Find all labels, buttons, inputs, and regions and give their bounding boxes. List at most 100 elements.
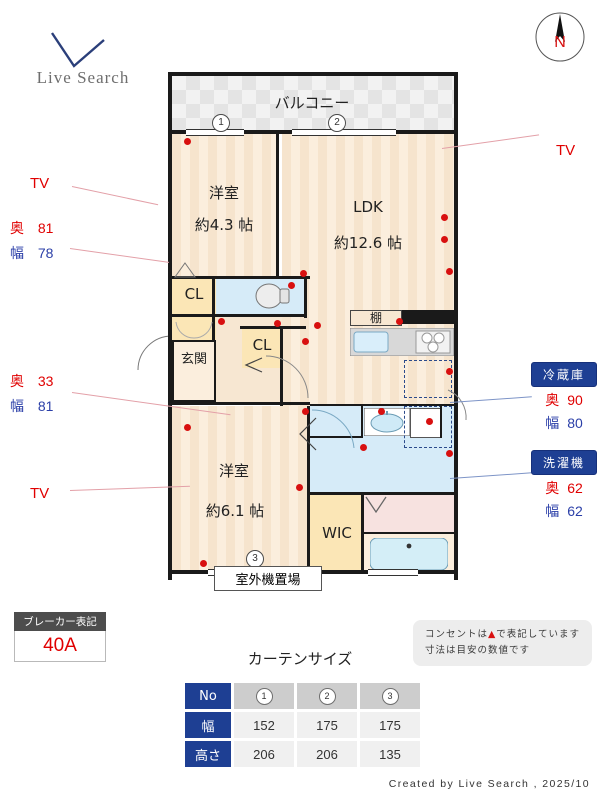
window-number-1: 1: [212, 114, 230, 132]
outlet: [426, 418, 433, 425]
outlet: [288, 282, 295, 289]
outlet: [441, 236, 448, 243]
table-row-no: No 1 2 3: [185, 683, 420, 709]
outlet: [314, 322, 321, 329]
bedroom-lower-size: 約6.1 帖: [205, 502, 265, 520]
bath-door-icon: [365, 496, 387, 514]
wall-cl-top: [240, 326, 306, 329]
window-2: [292, 129, 396, 136]
balcony-area: [172, 76, 454, 130]
window-number-2: 2: [328, 114, 346, 132]
curtain-height-3: 135: [360, 741, 420, 767]
toilet-icon: [255, 283, 290, 309]
outdoor-unit-label: 室外機置場: [214, 566, 322, 591]
breaker-title: ブレーカー表記: [14, 612, 106, 631]
closet-middle: [242, 328, 282, 368]
bedroom-upper-size: 約4.3 帖: [194, 216, 254, 234]
appliance-refrigerator-title: 冷蔵庫: [531, 362, 597, 387]
bathtub-icon: [370, 538, 448, 570]
door-folding-bedroom: [299, 417, 317, 451]
outlet: [446, 450, 453, 457]
outlet: [396, 318, 403, 325]
wall-wic-right: [361, 494, 364, 572]
outlet-marker-icon: ▲: [487, 629, 497, 640]
wall-toilet-bottom: [214, 314, 306, 317]
curtain-width-2: 175: [297, 712, 357, 738]
curtain-width-3: 175: [360, 712, 420, 738]
curtain-no-1: 1: [234, 683, 294, 709]
outlet: [441, 214, 448, 221]
closet-upper-label: CL: [184, 285, 204, 303]
compass: N: [532, 10, 588, 68]
breaker-value: 40A: [14, 631, 106, 662]
legend-note-line1: コンセントは▲で表記しています: [424, 629, 580, 640]
outlet: [302, 408, 309, 415]
wall-bath-divider: [364, 532, 454, 534]
wall-toilet-right: [304, 278, 307, 318]
legend-note: コンセントは▲で表記しています 寸法は目安の数値です: [412, 620, 592, 667]
wall-vanity-left: [361, 406, 363, 438]
wall-washroom-top: [310, 404, 454, 406]
door-swing-washroom: [311, 409, 355, 448]
window-bath: [368, 569, 418, 576]
refrigerator-space: [404, 360, 452, 398]
outlet: [218, 318, 225, 325]
balcony-label: バルコニー: [274, 94, 350, 112]
tv-label-top-right: TV: [556, 142, 576, 159]
washer-space: [404, 406, 452, 448]
ldk-side-door: [447, 389, 467, 421]
outlet: [378, 408, 385, 415]
outlet: [296, 484, 303, 491]
credit-text: Created by Live Search , 2025/10: [388, 778, 590, 790]
curtain-width-1: 152: [234, 712, 294, 738]
closet-middle-door: [244, 357, 263, 373]
row-header-no: No: [185, 683, 231, 709]
outlet: [274, 320, 281, 327]
leader-line-washer: [449, 472, 532, 479]
room-bedroom-upper: [172, 134, 276, 278]
leader-line-dim-upper: [69, 248, 170, 263]
curtain-size-table: No 1 2 3 幅 152 175 175 高さ 206 206 135: [182, 680, 423, 770]
wall-wic-top: [310, 492, 454, 495]
outlet: [360, 444, 367, 451]
outlet: [302, 338, 309, 345]
wall-washroom-door: [310, 436, 363, 438]
wall-right: [454, 72, 458, 580]
table-row-width: 幅 152 175 175: [185, 712, 420, 738]
shelf-label: 棚: [369, 311, 382, 325]
tv-label-bottom-left: TV: [30, 485, 50, 502]
outlet: [184, 424, 191, 431]
curtain-height-1: 206: [234, 741, 294, 767]
closet-middle-label: CL: [252, 336, 272, 354]
dimension-upper-width: 幅 78: [10, 245, 54, 262]
wall-corridor-top: [168, 276, 310, 279]
row-header-height: 高さ: [185, 741, 231, 767]
outlet: [446, 268, 453, 275]
wall-left: [168, 72, 172, 580]
leader-line-tv-top-left: [71, 186, 159, 206]
bedroom-upper-name: 洋室: [208, 184, 239, 202]
bedroom-lower-name: 洋室: [218, 462, 249, 480]
curtain-no-2: 2: [297, 683, 357, 709]
wall-closet-right: [212, 278, 215, 340]
dimension-lower-width: 幅 81: [10, 398, 54, 415]
attic-hatch-icon: [174, 262, 196, 278]
kitchen-sink-stove-icon: [350, 328, 454, 356]
wall-bedroom-lower-right: [307, 406, 310, 572]
wall-bedroom-ldk: [276, 134, 279, 278]
outlet: [300, 270, 307, 277]
legend-note-line2: 寸法は目安の数値です: [424, 645, 530, 657]
dimension-upper-depth: 奥 81: [10, 220, 54, 237]
entrance-area: [172, 340, 216, 402]
curtain-no-3: 3: [360, 683, 420, 709]
row-header-width: 幅: [185, 712, 231, 738]
closet-upper: [172, 278, 216, 314]
ldk-name: LDK: [353, 198, 383, 216]
outlet: [446, 368, 453, 375]
entrance-door-swing: [137, 335, 173, 371]
